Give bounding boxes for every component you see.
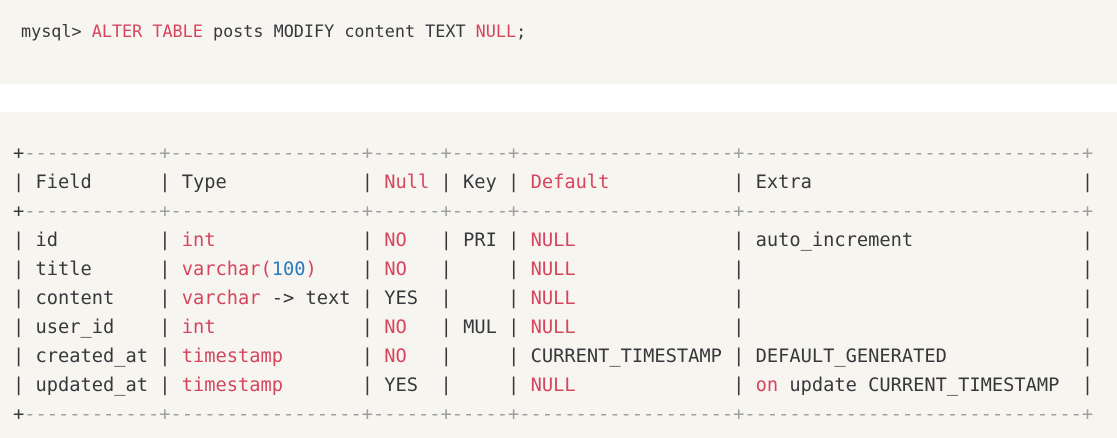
code-token: | created_at | xyxy=(13,346,182,367)
code-token: NO xyxy=(384,259,407,280)
code-token: NULL xyxy=(530,375,576,396)
mysql-command-line: mysql> ALTER TABLE posts MODIFY content … xyxy=(0,0,1117,43)
describe-table-output: +------------+-----------------+------+-… xyxy=(0,112,1117,429)
code-token: ------------+-----------------+------+--… xyxy=(24,201,1094,222)
code-token: | xyxy=(316,259,385,280)
code-token: ------------+-----------------+------+--… xyxy=(24,143,1094,164)
code-token: NO xyxy=(384,317,407,338)
code-token: | | xyxy=(406,259,531,280)
code-token: timestamp xyxy=(181,375,284,396)
code-token: | PRI | xyxy=(406,230,531,251)
code-token: NULL xyxy=(475,21,517,41)
code-token: NULL xyxy=(530,288,576,309)
code-token: | | xyxy=(575,259,1094,280)
code-token: mysql> xyxy=(21,21,92,41)
code-token: NO xyxy=(384,230,407,251)
code-token: NULL xyxy=(530,230,576,251)
code-token: | | CURRENT_TIMESTAMP | DEFAULT_GENERATE… xyxy=(406,346,1094,367)
code-token: varchar xyxy=(181,288,261,309)
code-token: 100 xyxy=(271,259,306,280)
code-token: | MUL | xyxy=(406,317,531,338)
code-token: timestamp xyxy=(181,346,284,367)
code-token: Default xyxy=(530,172,610,193)
code-token: | auto_increment | xyxy=(575,230,1094,251)
code-token: posts MODIFY content TEXT xyxy=(202,21,476,41)
panel-divider xyxy=(0,84,1117,112)
code-token: | user_id | xyxy=(13,317,182,338)
code-token: | id | xyxy=(13,230,182,251)
command-panel: mysql> ALTER TABLE posts MODIFY content … xyxy=(0,0,1117,84)
code-token: | xyxy=(283,346,385,367)
code-token: -> text | YES | | xyxy=(260,288,531,309)
code-token: | updated_at | xyxy=(13,375,182,396)
code-token: NULL xyxy=(530,259,576,280)
code-token: | Key | xyxy=(429,172,531,193)
code-token: + xyxy=(13,201,25,222)
code-token: ) xyxy=(305,259,317,280)
code-token: ALTER TABLE xyxy=(91,21,203,41)
code-token: | Field | Type | xyxy=(13,172,385,193)
code-token: | xyxy=(575,375,756,396)
code-token: | Extra | xyxy=(609,172,1094,193)
describe-output-panel: +------------+-----------------+------+-… xyxy=(0,112,1117,438)
code-token: | xyxy=(215,317,385,338)
code-token: int xyxy=(181,317,216,338)
code-token: ; xyxy=(516,21,527,41)
code-token: | | xyxy=(575,317,1094,338)
code-token: | title | xyxy=(13,259,182,280)
code-token: ------------+-----------------+------+--… xyxy=(24,404,1094,425)
code-token: NULL xyxy=(530,317,576,338)
code-token: update CURRENT_TIMESTAMP | xyxy=(778,375,1094,396)
code-token: varchar( xyxy=(181,259,272,280)
code-token: | | xyxy=(575,288,1094,309)
code-token: + xyxy=(13,143,25,164)
code-token: | content | xyxy=(13,288,182,309)
code-token: + xyxy=(13,404,25,425)
code-token: int xyxy=(181,230,216,251)
code-token: | YES | | xyxy=(283,375,531,396)
code-token: NO xyxy=(384,346,407,367)
code-token: | xyxy=(215,230,385,251)
code-token: on xyxy=(755,375,779,396)
code-token: Null xyxy=(384,172,430,193)
